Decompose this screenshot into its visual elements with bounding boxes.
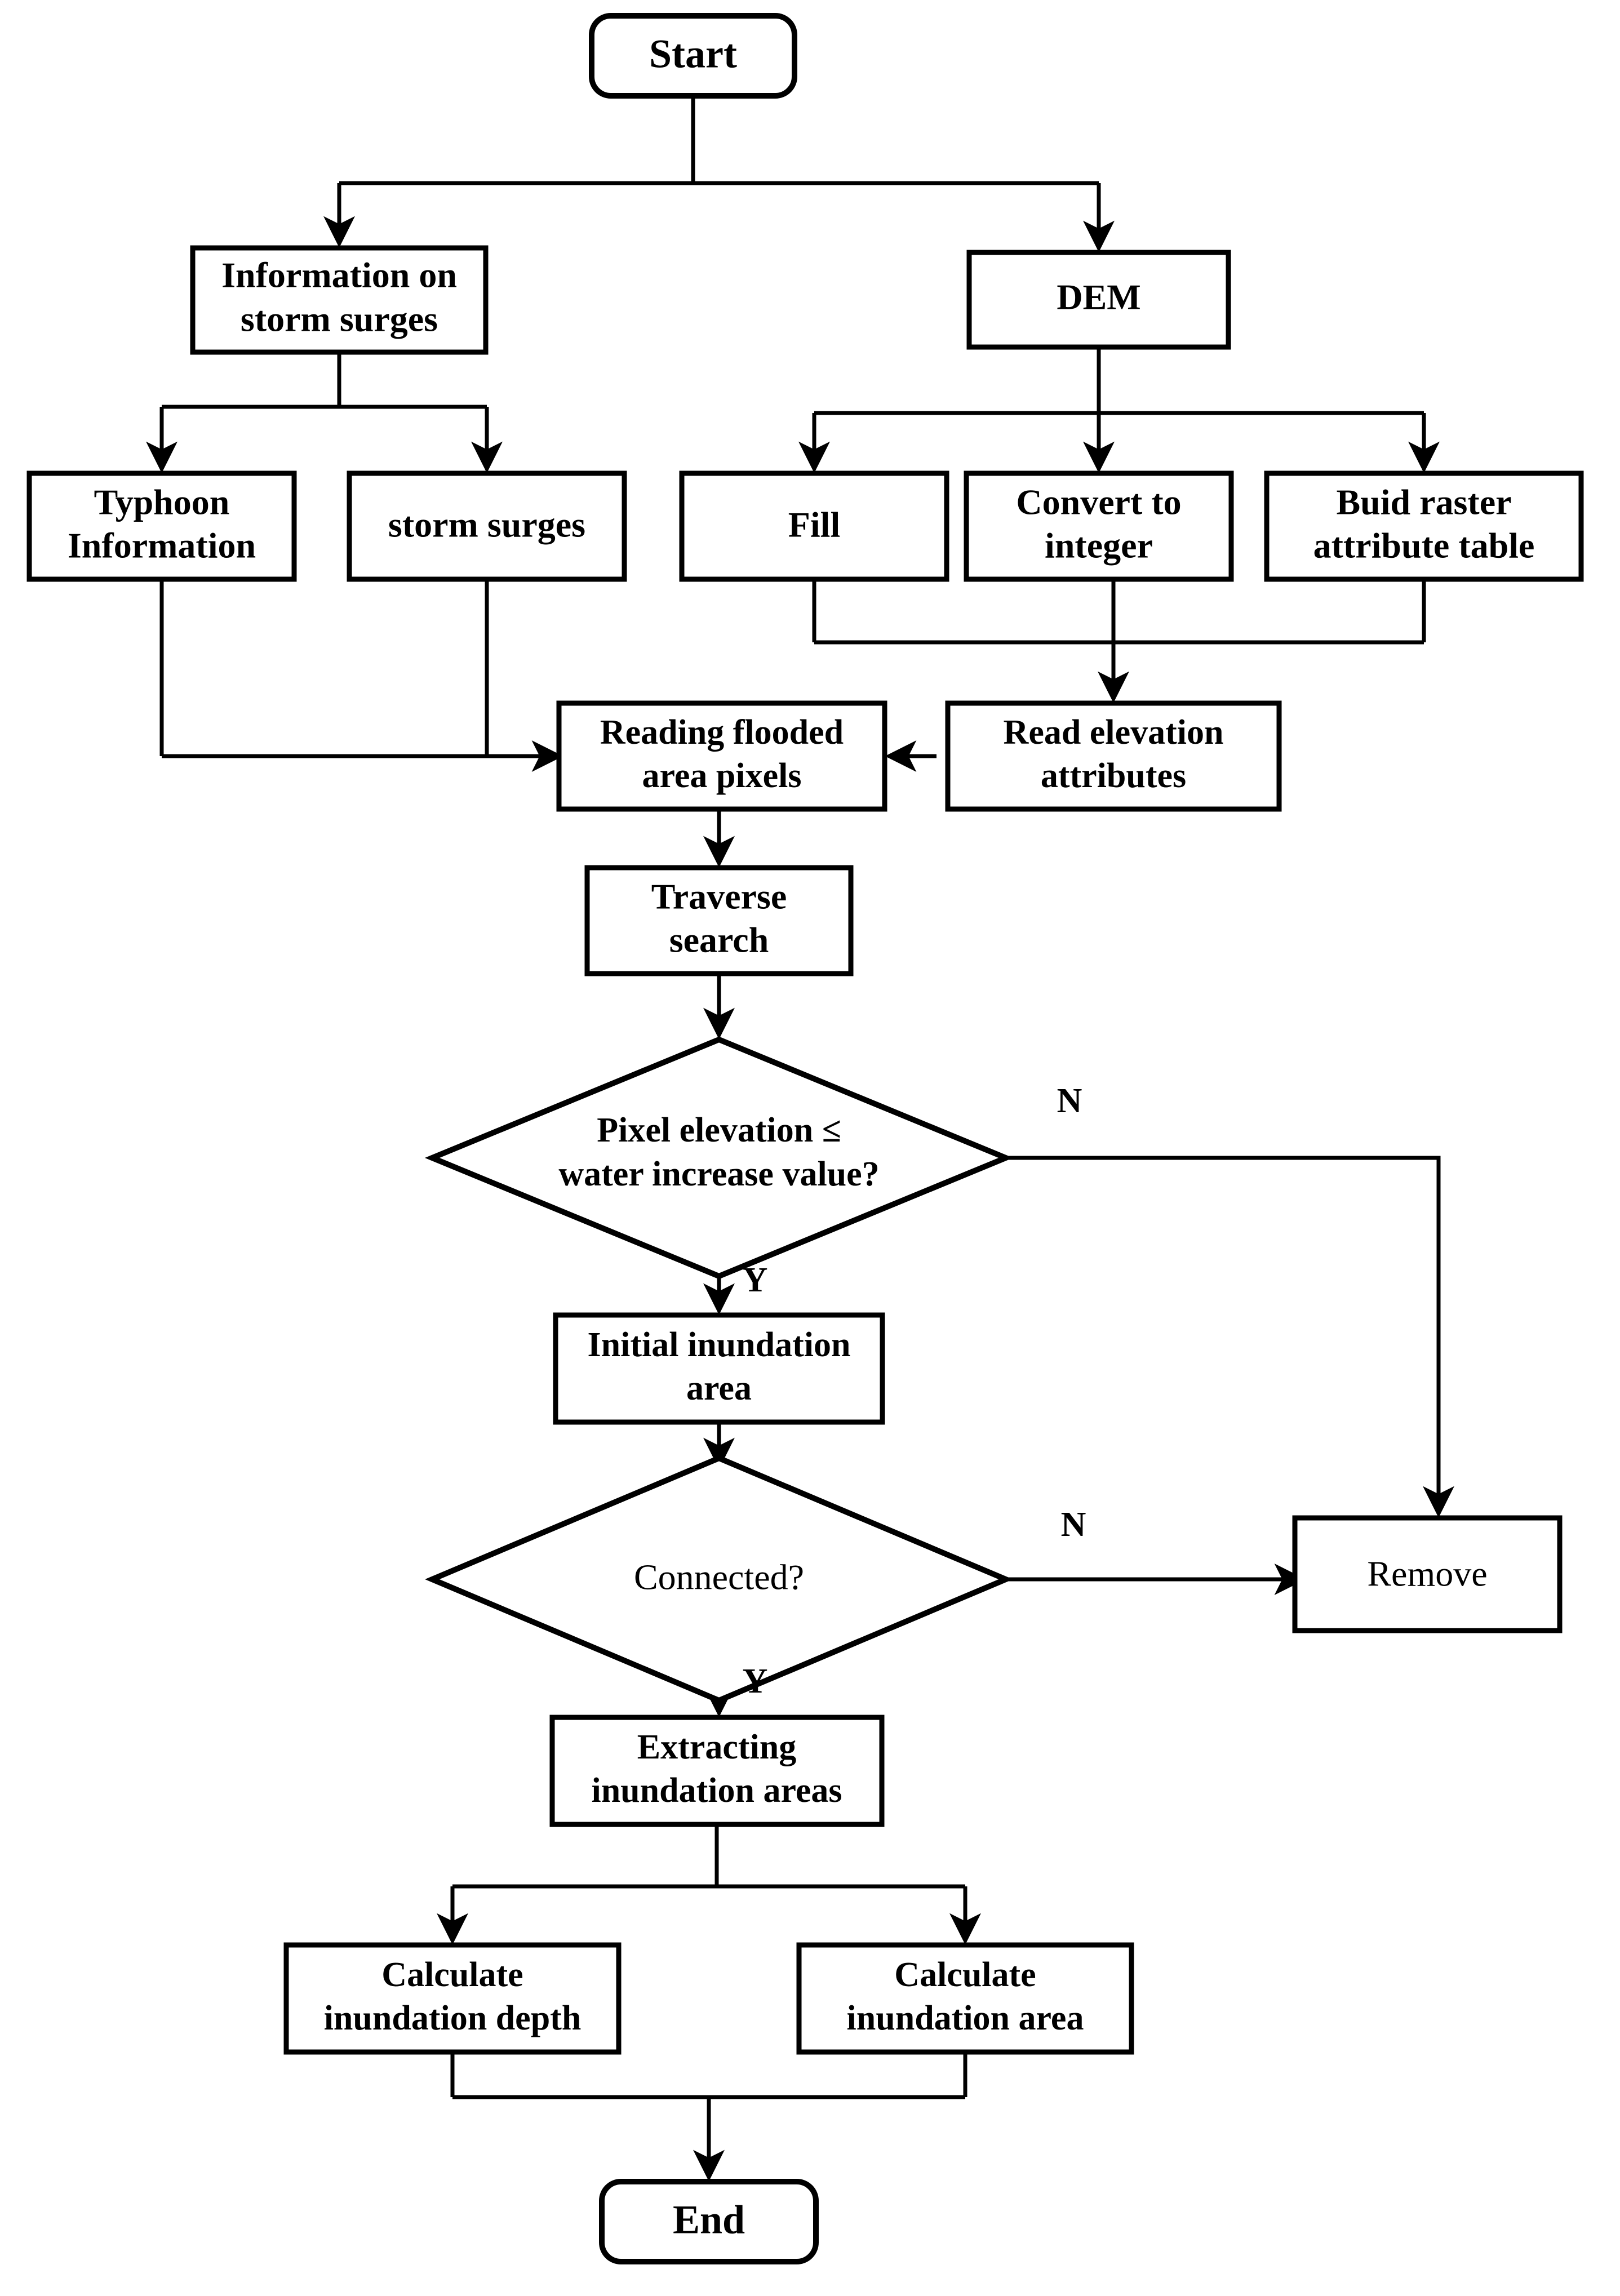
node-calculate-inundation-depth[interactable]: Calculate inundation depth	[283, 1942, 622, 2055]
node-extract-line1: Extracting	[637, 1728, 796, 1766]
node-convert-line2: integer	[1045, 526, 1153, 566]
connector-layer	[146, 96, 1454, 2182]
node-reading-line2: area pixels	[642, 757, 802, 795]
node-convert-to-integer[interactable]: Convert to integer	[964, 470, 1234, 582]
node-reading-line1: Reading flooded	[600, 713, 844, 752]
node-dem[interactable]: DEM	[966, 250, 1231, 350]
node-end-label: End	[673, 2197, 745, 2242]
edge-label-y-pixel-elevation: Y	[743, 1261, 768, 1299]
node-readelev-line2: attributes	[1041, 757, 1186, 795]
node-qconn-label: Connected?	[634, 1557, 804, 1597]
edge-label-layer: N Y N Y	[743, 1082, 1086, 1700]
node-traverse-search[interactable]: Traverse search	[584, 865, 854, 976]
node-read-elevation-attributes[interactable]: Read elevation attributes	[945, 700, 1282, 812]
edge-label-n-connected: N	[1061, 1505, 1086, 1544]
edge-label-y-connected: Y	[743, 1662, 768, 1700]
node-calc-depth-line2: inundation depth	[324, 1999, 582, 2037]
node-fill[interactable]: Fill	[679, 470, 949, 582]
node-extracting-inundation-areas[interactable]: Extracting inundation areas	[549, 1715, 885, 1827]
node-start-label: Start	[649, 32, 737, 77]
node-decision-connected[interactable]: Connected?	[425, 1455, 1013, 1704]
node-information-on-storm-surges[interactable]: Information on storm surges	[190, 245, 489, 355]
node-build-raster-attribute-table[interactable]: Buid raster attribute table	[1264, 470, 1584, 582]
node-typhoon-line1: Typhoon	[94, 482, 230, 522]
node-traverse-line2: search	[669, 920, 769, 960]
edge-label-n-pixel-elevation: N	[1057, 1082, 1082, 1120]
node-storm-surges-label: storm surges	[388, 505, 585, 545]
node-typhoon-line2: Information	[68, 526, 256, 566]
node-fill-label: Fill	[788, 505, 840, 545]
node-initial-inundation-area[interactable]: Initial inundation area	[553, 1312, 885, 1425]
node-calc-area-line2: inundation area	[847, 1999, 1084, 2037]
node-remove[interactable]: Remove	[1292, 1515, 1563, 1633]
node-decision-pixel-elevation[interactable]: Pixel elevation ≤ water increase value?	[424, 1036, 1014, 1280]
node-start[interactable]: Start	[589, 13, 797, 99]
node-qelev-line2: water increase value?	[558, 1155, 879, 1193]
node-calc-depth-line1: Calculate	[381, 1956, 523, 1994]
node-build-line2: attribute table	[1313, 526, 1535, 566]
node-qelev-line1: Pixel elevation ≤	[597, 1111, 841, 1149]
node-end[interactable]: End	[599, 2179, 819, 2264]
node-readelev-line1: Read elevation	[1004, 713, 1224, 752]
edge-qelev-no	[1006, 1156, 1454, 1518]
node-typhoon-information[interactable]: Typhoon Information	[26, 470, 297, 582]
node-dem-label: DEM	[1057, 277, 1140, 317]
node-convert-line1: Convert to	[1016, 482, 1181, 522]
node-info-line1: Information on	[221, 255, 457, 295]
node-info-line2: storm surges	[241, 299, 438, 339]
node-extract-line2: inundation areas	[591, 1771, 842, 1810]
node-remove-label: Remove	[1367, 1554, 1487, 1594]
node-calc-area-line1: Calculate	[894, 1956, 1036, 1994]
node-calculate-inundation-area[interactable]: Calculate inundation area	[796, 1942, 1134, 2055]
node-init-line2: area	[686, 1369, 752, 1407]
node-layer: Start Information on storm surges DEM Ty…	[26, 13, 1584, 2264]
node-reading-flooded-area-pixels[interactable]: Reading flooded area pixels	[556, 700, 887, 812]
node-storm-surges[interactable]: storm surges	[347, 470, 627, 582]
node-init-line1: Initial inundation	[588, 1326, 851, 1364]
node-build-line1: Buid raster	[1336, 482, 1511, 522]
node-traverse-line1: Traverse	[651, 877, 787, 917]
